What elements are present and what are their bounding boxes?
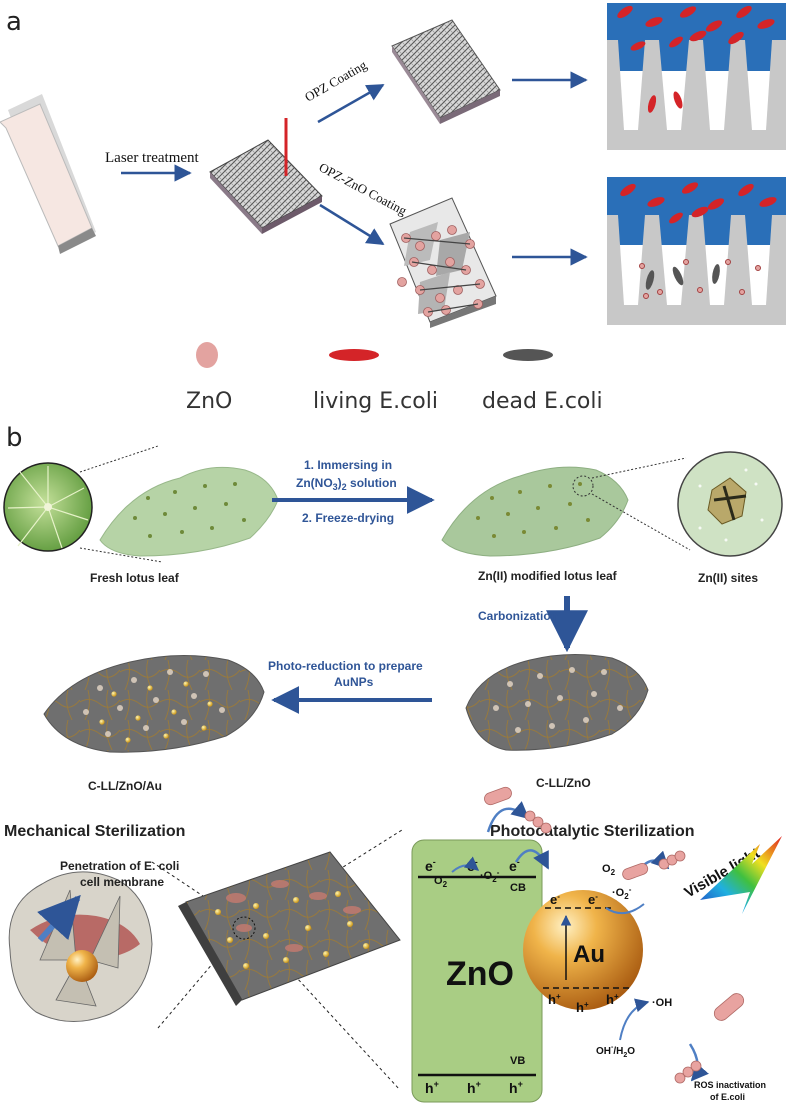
dead-ecoli-cluster [645,264,720,290]
svg-text:h+: h+ [548,992,561,1007]
legend-living-swatch [329,349,379,361]
incoming-ecoli-cluster [620,182,777,224]
svg-text:e-: e- [550,892,560,907]
membrane-penetration-illustration [8,871,153,1023]
oh-h2o-label: OH-/H2O [596,1044,635,1059]
svg-text:h+: h+ [509,1079,523,1096]
vb-label: VB [510,1055,525,1067]
penetration-label-1: Penetration of E. coli [60,859,179,873]
step1-label: 1. Immersing in [304,458,392,472]
textured-plate [209,118,323,234]
cb-label: CB [510,882,526,894]
oh-generation-arrow [619,998,650,1041]
step2-label: 2. Freeze-drying [302,511,394,525]
substrate-slab [0,94,96,254]
o2-reduction-arrow-right [605,903,645,915]
zno-block-label: ZnO [446,955,514,993]
step1-formula: Zn(NO3)2 solution [296,476,397,492]
electron-transfer-arrow [514,849,550,870]
opz-arrow [317,83,385,124]
superoxide-right: ·O2- [612,885,632,901]
zno-semiconductor [411,839,543,1103]
attack-arrow-left [486,801,530,833]
zno-holes: h+ h+ h+ [425,1079,523,1096]
panel-a-legend: ZnO living E.coli dead E.coli [186,342,603,414]
pillar-zno-particles [639,259,761,299]
au-electrons: e- e- [550,892,598,907]
legend-dead-label: dead E.coli [482,389,603,414]
legend-zno-swatch [196,342,218,368]
bacteria-left [484,786,552,834]
opz-zno-plate [389,197,497,328]
opz-zno-arrow [319,203,385,246]
svg-text:h+: h+ [467,1079,481,1096]
panel-a-letter: a [6,7,22,37]
bacteria-ros [674,993,745,1084]
lightning-icon [700,836,782,914]
penetration-label-2: cell membrane [80,875,164,889]
living-ecoli-cluster [617,5,775,113]
superoxide-left: ·O2- [480,868,500,884]
laser-label: Laser treatment [105,150,200,166]
photo-reduction-label-1: Photo-reduction to prepare [268,659,423,673]
o2-reduction-arrow-left [451,856,480,873]
au-sphere [523,890,643,1010]
au-label: Au [573,941,605,968]
photo-title: Photocatalytic Sterilization [490,823,694,840]
cll-zno-au-sheet [43,655,265,753]
au-holes: h+ h+ h+ [548,992,619,1015]
photo-reduction-label-2: AuNPs [334,675,374,689]
legend-dead-swatch [503,349,553,361]
bacteria-right [622,850,686,880]
cll-zno-sheet [465,653,649,751]
opz-pillar-diagram [607,3,786,150]
zn-modified-label: Zn(II) modified lotus leaf [478,569,618,583]
svg-text:h+: h+ [606,992,619,1007]
fresh-leaf-sheet [99,466,279,557]
svg-text:e-: e- [509,857,520,874]
svg-text:e-: e- [425,857,436,874]
cll-zno-au-label: C-LL/ZnO/Au [88,779,162,793]
zoomed-carbon-surface [178,851,401,1006]
opz-zno-pillar-diagram [607,177,786,325]
o2-left: O2 [434,875,448,889]
o2-right: O2 [602,863,616,877]
carbonization-label: Carbonization [478,609,558,623]
opz-plate [391,19,501,124]
panel-b-letter: b [6,423,23,453]
svg-text:h+: h+ [576,1000,589,1015]
au-nanoparticles [99,681,213,743]
mech-title: Mechanical Sterilization [4,823,185,840]
ros-label-1: ROS inactivation [694,1080,766,1090]
ros-label-2: of E.coli [710,1092,745,1102]
lotus-leaf-photo [3,445,163,563]
svg-text:h+: h+ [425,1079,439,1096]
cll-zno-label: C-LL/ZnO [536,776,591,790]
legend-living-label: living E.coli [313,389,438,414]
fresh-leaf-label: Fresh lotus leaf [90,571,180,585]
zn-sites-zoom [591,451,783,557]
legend-zno-label: ZnO [186,389,232,414]
opz-zno-label: OPZ-ZnO Coating [317,159,410,218]
zn-sites-label: Zn(II) sites [698,571,758,585]
zn-modified-leaf-sheet [441,466,629,557]
oh-radical-label: ·OH [652,997,672,1009]
svg-text:e-: e- [588,892,598,907]
